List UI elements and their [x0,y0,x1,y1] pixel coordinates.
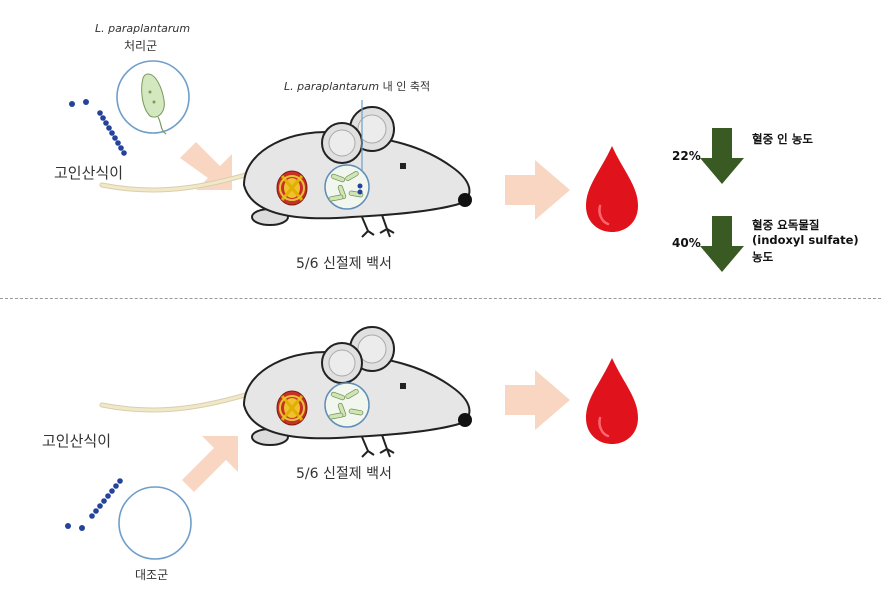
control-group-label: 대조군 [135,568,169,582]
right-arrow-icon [505,160,570,220]
accumulation-species: L. paraplantarum [284,80,380,93]
treated-mouse-label: 5/6 신절제 백서 [296,256,392,272]
phosphate-chain-icon [65,478,123,531]
phosphate-chain-icon [69,99,127,156]
treated-group-label: 처리군 [124,39,158,53]
result-label: 혈중 요독물질 [752,218,820,232]
section-divider [0,298,881,299]
right-arrow-icon [505,370,570,430]
control-mouse-label: 5/6 신절제 백서 [296,466,392,482]
right-arrow-icon [180,142,232,190]
bacteria-circle-icon [116,60,190,135]
gut-bacteria-icon [324,164,370,210]
treated-species-label: L. paraplantarum [95,22,191,35]
gut-bacteria-icon [324,382,370,428]
blood-drop-icon [586,146,638,232]
result-label: 혈중 인 농도 [752,132,813,146]
empty-culture-circle-icon [118,486,192,560]
result-label-sub: 농도 [752,250,774,264]
down-arrow-icon [700,216,744,272]
accumulation-text: 내 인 축적 [382,80,431,93]
blood-drop-icon [586,358,638,444]
result-percent: 22% [672,149,701,163]
kidney-icon [276,170,308,206]
right-arrow-icon [182,436,238,492]
treated-diet-label: 고인산식이 [54,164,124,182]
accumulation-label: L. paraplantarum 내 인 축적 [284,78,430,94]
result-label-sub: (indoxyl sulfate) [752,233,859,247]
control-diet-label: 고인산식이 [42,432,112,450]
kidney-icon [276,390,308,426]
down-arrow-icon [700,128,744,184]
result-percent: 40% [672,236,701,250]
